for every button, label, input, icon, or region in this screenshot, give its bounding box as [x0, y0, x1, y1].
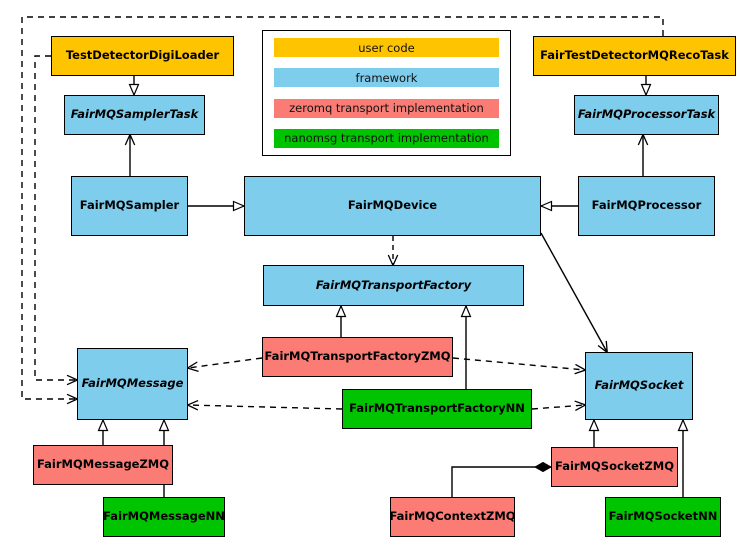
class-node-FairMQDevice[interactable]: FairMQDevice — [244, 176, 541, 236]
class-node-TestDetectorDigiLoader[interactable]: TestDetectorDigiLoader — [51, 36, 234, 76]
edge-transportfactoryzmq-to-socket — [452, 357, 585, 370]
class-node-FairTestDetectorMQRecoTask[interactable]: FairTestDetectorMQRecoTask — [533, 36, 736, 76]
class-node-FairMQMessageZMQ[interactable]: FairMQMessageZMQ — [33, 445, 173, 485]
class-node-FairMQProcessorTask[interactable]: FairMQProcessorTask — [574, 95, 719, 135]
class-node-FairMQContextZMQ[interactable]: FairMQContextZMQ — [389, 497, 516, 537]
class-node-FairMQSocketZMQ[interactable]: FairMQSocketZMQ — [551, 447, 678, 487]
legend-label-user-code: user code — [358, 40, 415, 55]
legend-label-framework: framework — [355, 70, 418, 85]
edge-transportfactoryzmq-to-message — [188, 357, 263, 368]
class-node-FairMQTransportFactoryNN[interactable]: FairMQTransportFactoryNN — [342, 389, 532, 429]
class-node-FairMQProcessor[interactable]: FairMQProcessor — [578, 176, 715, 236]
class-node-FairMQSamplerTask[interactable]: FairMQSamplerTask — [64, 95, 205, 135]
class-node-label: FairMQSocketZMQ — [555, 459, 674, 474]
legend-box: user code framework zeromq transport imp… — [262, 30, 511, 156]
class-node-FairMQMessage[interactable]: FairMQMessage — [77, 348, 188, 420]
edge-device-to-socket — [540, 232, 607, 352]
class-node-FairMQSampler[interactable]: FairMQSampler — [71, 176, 188, 236]
class-node-FairMQSocket[interactable]: FairMQSocket — [585, 352, 693, 420]
class-node-label: FairMQSamplerTask — [70, 107, 199, 122]
class-node-label: FairMQSocket — [594, 378, 684, 393]
class-node-label: FairMQMessage — [81, 376, 184, 391]
class-node-label: FairMQSampler — [79, 198, 180, 213]
class-node-FairMQTransportFactoryZMQ[interactable]: FairMQTransportFactoryZMQ — [262, 337, 453, 377]
class-node-label: FairMQProcessor — [591, 198, 702, 213]
class-node-FairMQTransportFactory[interactable]: FairMQTransportFactory — [263, 265, 524, 306]
class-node-FairMQSocketNN[interactable]: FairMQSocketNN — [605, 497, 721, 537]
class-node-FairMQMessageNN[interactable]: FairMQMessageNN — [103, 497, 225, 537]
legend-item-user-code: user code — [274, 38, 499, 57]
class-node-label: FairMQSocketNN — [608, 509, 718, 524]
class-node-label: FairMQDevice — [347, 198, 438, 213]
class-node-label: FairTestDetectorMQRecoTask — [540, 48, 729, 63]
legend-item-framework: framework — [274, 68, 499, 88]
class-node-label: FairMQMessageNN — [103, 509, 225, 524]
edge-contextzmq-to-socketzmq — [451, 467, 551, 497]
class-node-label: FairMQTransportFactoryZMQ — [264, 349, 451, 364]
class-node-label: FairMQMessageZMQ — [36, 457, 170, 472]
class-node-label: FairMQProcessorTask — [577, 107, 716, 122]
class-node-label: TestDetectorDigiLoader — [65, 48, 220, 63]
class-node-label: FairMQTransportFactory — [315, 277, 472, 292]
legend-item-zeromq: zeromq transport implementation — [274, 98, 499, 118]
edge-transportfactorynn-to-message — [188, 405, 343, 409]
legend-label-nanomsg: nanomsg transport implementation — [284, 131, 489, 146]
edge-transportfactorynn-to-socket — [531, 405, 585, 409]
legend-label-zeromq: zeromq transport implementation — [289, 101, 484, 116]
class-node-label: FairMQTransportFactoryNN — [349, 401, 525, 416]
legend-item-nanomsg: nanomsg transport implementation — [274, 128, 499, 148]
class-node-label: FairMQContextZMQ — [389, 509, 516, 524]
